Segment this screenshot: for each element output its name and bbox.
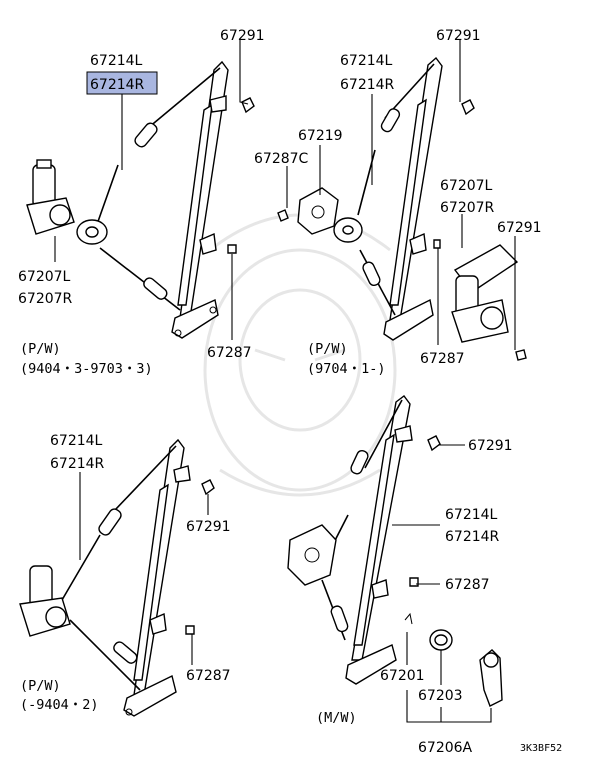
- label-67203-d[interactable]: 67203: [418, 688, 463, 704]
- regulator-assembly-b: [277, 56, 527, 361]
- label-67207L-b[interactable]: 67207L: [440, 178, 493, 194]
- regulator-assembly-d: [287, 395, 503, 707]
- label-67219-b[interactable]: 67219: [298, 128, 343, 144]
- regulator-assembly-a: [26, 60, 255, 339]
- label-67214L-c[interactable]: 67214L: [50, 433, 103, 449]
- regulator-assembly-c: [19, 438, 215, 717]
- caption-range-c: (-9404・2): [20, 697, 99, 713]
- caption-type-a: (P/W): [20, 341, 61, 357]
- leader-lines-b: [286, 40, 516, 350]
- leader-lines-a: [54, 40, 249, 340]
- label-67287-b[interactable]: 67287: [420, 351, 465, 367]
- label-67291-c[interactable]: 67291: [186, 519, 231, 535]
- leader-lines-d: [392, 444, 492, 723]
- label-67214L-d[interactable]: 67214L: [445, 507, 498, 523]
- label-67287-c[interactable]: 67287: [186, 668, 231, 684]
- label-67291-a[interactable]: 67291: [220, 28, 265, 44]
- label-67207R-b[interactable]: 67207R: [440, 200, 495, 216]
- label-67214R-a[interactable]: 67214R: [90, 77, 145, 93]
- label-67206A-d[interactable]: 67206A: [418, 740, 473, 756]
- label-67287-a[interactable]: 67287: [207, 345, 252, 361]
- label-67214L-a[interactable]: 67214L: [90, 53, 143, 69]
- caption-type-b: (P/W): [307, 341, 348, 357]
- label-67201-d[interactable]: 67201: [380, 668, 425, 684]
- label-67214R-d[interactable]: 67214R: [445, 529, 500, 545]
- label-67214R-c[interactable]: 67214R: [50, 456, 105, 472]
- diagram-code: 3K3BF52: [520, 743, 562, 754]
- leader-lines-c: [79, 472, 209, 665]
- label-67207R-a[interactable]: 67207R: [18, 291, 73, 307]
- label-67291-d[interactable]: 67291: [468, 438, 513, 454]
- label-67291-b-right[interactable]: 67291: [497, 220, 542, 236]
- label-67287C-b[interactable]: 67287C: [254, 151, 309, 167]
- label-67207L-a[interactable]: 67207L: [18, 269, 71, 285]
- highlight-box-67214R: [86, 71, 158, 95]
- label-67214L-b[interactable]: 67214L: [340, 53, 393, 69]
- caption-range-b: (9704・1-): [307, 361, 386, 377]
- caption-type-c: (P/W): [20, 678, 61, 694]
- caption-type-d: (M/W): [316, 710, 357, 726]
- label-67291-b-top[interactable]: 67291: [436, 28, 481, 44]
- label-67287-d[interactable]: 67287: [445, 577, 490, 593]
- label-67214R-b[interactable]: 67214R: [340, 77, 395, 93]
- caption-range-a: (9404・3-9703・3): [20, 361, 153, 377]
